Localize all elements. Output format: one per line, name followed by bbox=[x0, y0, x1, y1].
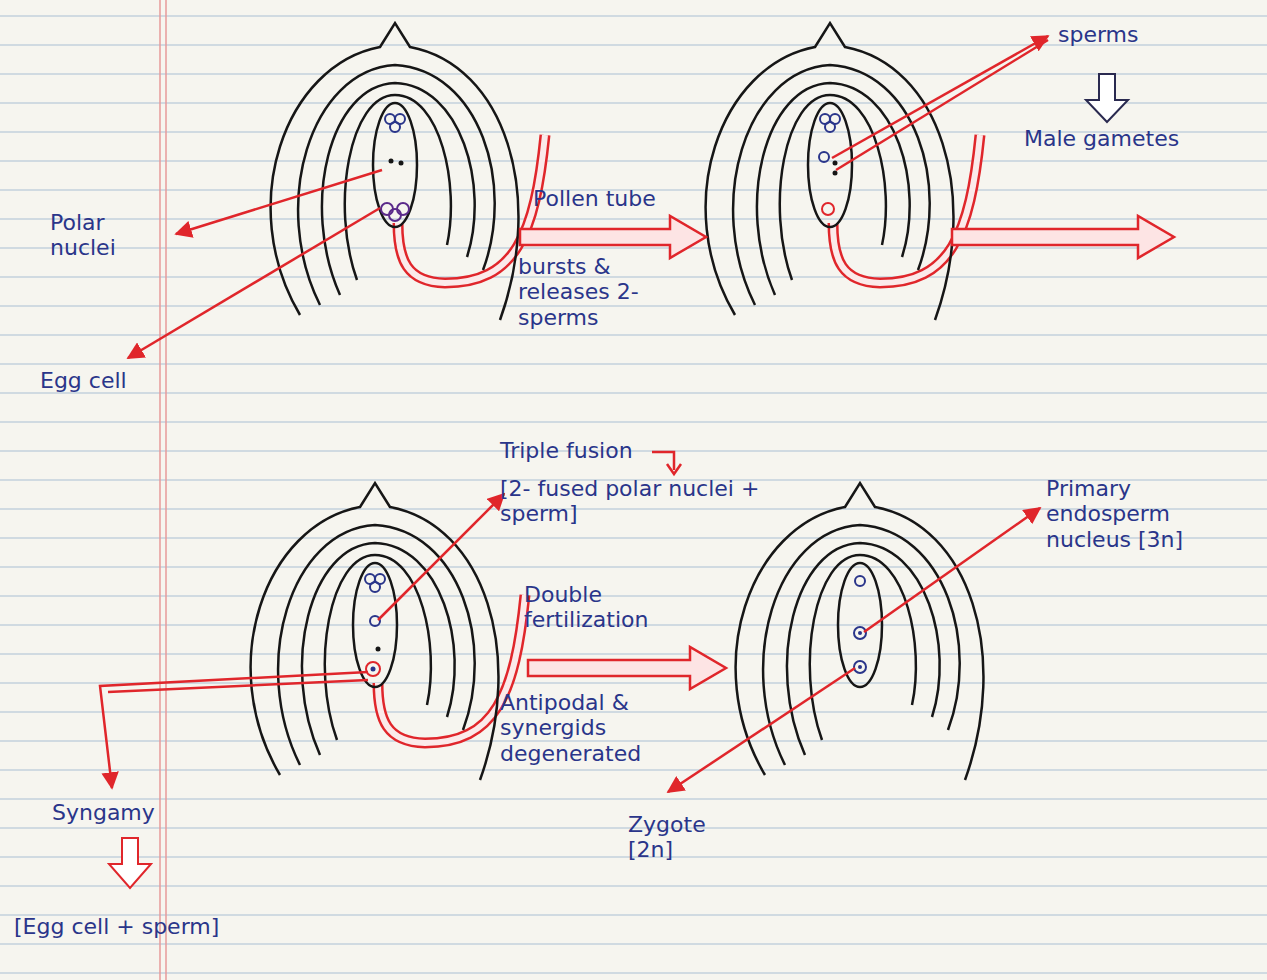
note-label: Pollen tube bbox=[533, 186, 733, 211]
note-label: Primary endosperm nucleus [3n] bbox=[1046, 476, 1256, 552]
note-label: [2- fused polar nuclei + sperm] bbox=[500, 476, 800, 527]
note-label: Zygote [2n] bbox=[628, 812, 738, 863]
note-label: Syngamy bbox=[52, 800, 212, 825]
note-label: Polar nuclei bbox=[50, 210, 160, 261]
note-label: Egg cell bbox=[40, 368, 190, 393]
note-label: Triple fusion bbox=[500, 438, 660, 463]
note-label: Male gametes bbox=[1024, 126, 1259, 151]
note-label: Antipodal & synergids degenerated bbox=[500, 690, 645, 766]
note-label: bursts & releases 2- sperms bbox=[518, 254, 643, 330]
note-label: sperms bbox=[1058, 22, 1198, 47]
note-label: Double fertilization bbox=[524, 582, 714, 633]
note-label: [Egg cell + sperm] bbox=[14, 914, 344, 939]
